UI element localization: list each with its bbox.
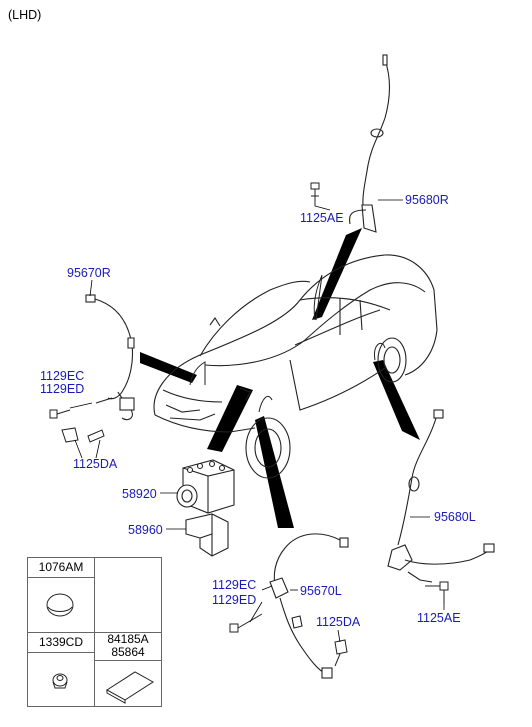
- car-abs-mount: [239, 387, 251, 401]
- plug-icon: [46, 593, 74, 617]
- front-left-wheel-sensor: [269, 533, 349, 679]
- car-wire-front-left: [258, 396, 273, 413]
- legend-code-1076AM: 1076AM: [28, 561, 94, 578]
- leader-lines: [69, 199, 445, 643]
- part-label-1129EC-bottom[interactable]: 1129EC: [212, 578, 257, 592]
- part-label-95670R[interactable]: 95670R: [67, 266, 111, 280]
- callout-wedge-front-left: [255, 416, 294, 528]
- legend-cell-1076AM[interactable]: 1076AM: [28, 558, 95, 633]
- part-label-95680L[interactable]: 95680L: [434, 510, 476, 524]
- bolt-1125AE-top: [310, 182, 320, 206]
- callout-wedge-abs: [207, 385, 253, 452]
- car-body: [153, 254, 438, 479]
- rear-left-wheel-sensor: [387, 409, 495, 583]
- variant-label: (LHD): [8, 8, 42, 22]
- part-label-58920[interactable]: 58920: [122, 487, 157, 501]
- legend-code-84185A: 84185A: [107, 632, 149, 646]
- grommet-icon: [52, 673, 68, 689]
- legend-code-85864: 85864: [95, 646, 161, 661]
- part-label-58960[interactable]: 58960: [128, 523, 163, 537]
- callout-wedge-front-right: [140, 352, 197, 383]
- part-label-1125AE-bottom[interactable]: 1125AE: [417, 611, 461, 625]
- clip-1125DA-left: [61, 427, 105, 443]
- part-label-1129EC-left[interactable]: 1129EC: [40, 369, 85, 383]
- car-wire-rear-right: [313, 274, 323, 321]
- part-label-1125DA-left[interactable]: 1125DA: [73, 457, 118, 471]
- part-label-1125AE-top[interactable]: 1125AE: [300, 211, 344, 225]
- callout-wedge-rear-left: [373, 360, 420, 440]
- rear-right-wheel-sensor: [348, 54, 391, 233]
- bolt-1129EC-left: [49, 409, 71, 419]
- legend-code-1339CD: 1339CD: [28, 636, 94, 653]
- car-wire-front-right: [189, 361, 206, 386]
- part-label-95670L[interactable]: 95670L: [300, 584, 342, 598]
- legend-cell-84185A-85864[interactable]: 84185A 85864: [95, 633, 161, 706]
- parts-legend-table: 1076AM 1339CD 84185A 85864: [27, 557, 162, 707]
- part-label-95680R[interactable]: 95680R: [405, 193, 449, 207]
- abs-hydraulic-unit: [176, 459, 235, 514]
- callout-wedge-rear-right: [312, 228, 362, 320]
- clip-1125DA-bottom: [334, 639, 348, 667]
- front-right-wheel-sensor: [85, 294, 135, 421]
- car-wire-rear-left: [373, 342, 386, 361]
- part-label-1125DA-bottom[interactable]: 1125DA: [316, 615, 361, 629]
- part-label-1129ED-left[interactable]: 1129ED: [40, 382, 85, 396]
- abs-bracket: [185, 513, 229, 557]
- bolt-1125AE-bottom: [425, 581, 449, 604]
- pad-icon: [106, 671, 154, 704]
- legend-cell-1339CD[interactable]: 1339CD: [28, 633, 95, 706]
- bolt-1129EC-bottom: [229, 613, 263, 633]
- legend-cell-empty: [95, 558, 161, 633]
- part-label-1129ED-bottom[interactable]: 1129ED: [212, 593, 257, 607]
